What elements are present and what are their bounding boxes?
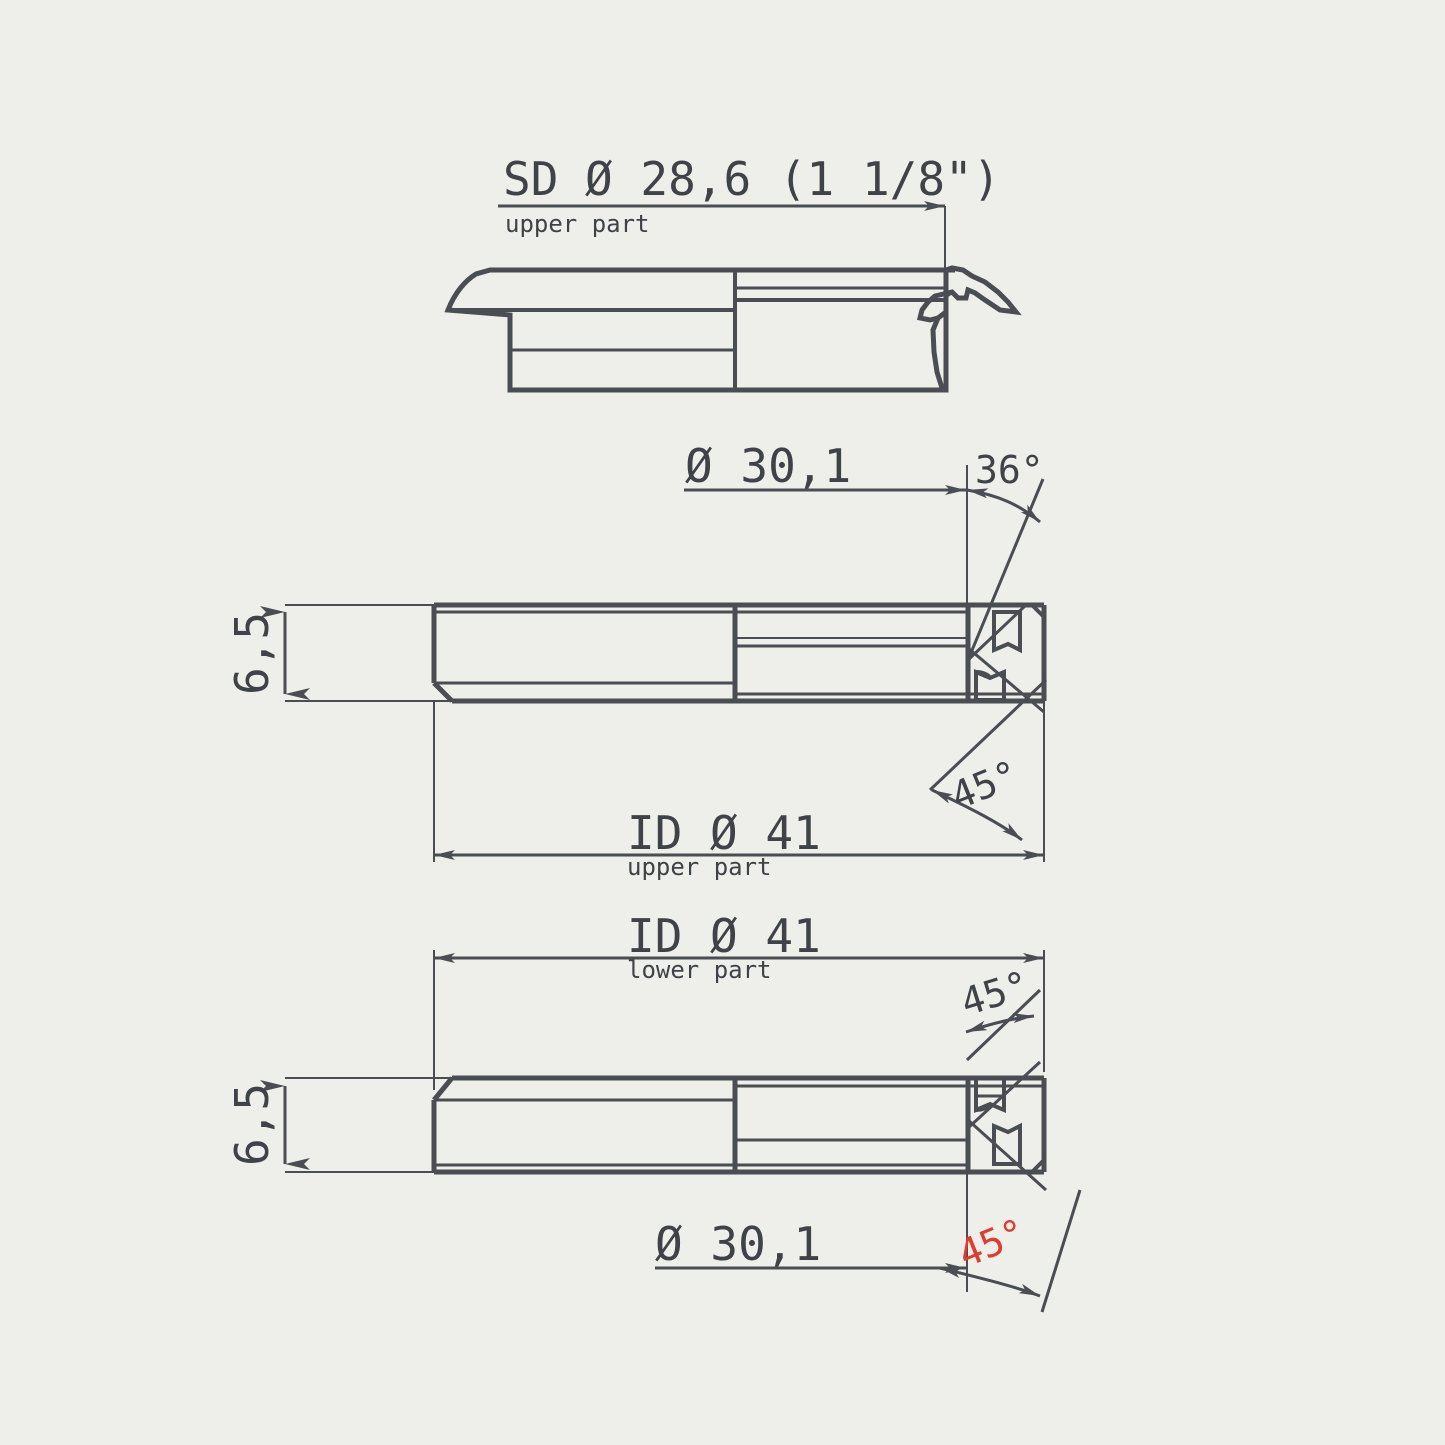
upper-bore-diameter-label: Ø 30,1: [685, 439, 851, 493]
upper-height-label: 6,5: [225, 612, 279, 695]
top-cup-section: [444, 265, 1022, 393]
lower-id-diameter-label: Ø 41: [710, 909, 821, 963]
upper-angle-36-label: 36°: [975, 448, 1044, 492]
lower-angle-45-red-label: 45°: [952, 1210, 1032, 1277]
upper-angle-36-leader: [966, 478, 1045, 661]
sd-label: SD: [503, 152, 558, 206]
upper-id-diameter-label: Ø 41: [710, 806, 821, 860]
upper-id-sub-label: upper part: [627, 853, 772, 881]
sd-sub-label: upper part: [505, 210, 650, 238]
lower-angle-45-top-leader: [965, 988, 1042, 1062]
lower-id-dimension: [433, 950, 1045, 1090]
lower-part-section: [431, 1060, 1048, 1192]
lower-id-sub-label: lower part: [627, 956, 772, 984]
upper-height-dimension: [260, 604, 500, 702]
lower-angle-45-red-leader: [939, 1189, 1082, 1313]
lower-height-dimension: [260, 1077, 500, 1173]
lower-angle-45-top-label: 45°: [956, 962, 1035, 1024]
upper-angle-45-label: 45°: [945, 752, 1025, 819]
upper-id-label: ID: [627, 806, 682, 860]
upper-id-dimension: [433, 700, 1045, 862]
upper-part-section: [431, 602, 1047, 714]
lower-id-label: ID: [627, 909, 682, 963]
lower-bore-diameter-label: Ø 30,1: [655, 1217, 821, 1271]
sd-diameter-label: Ø 28,6 (1 1/8"): [585, 152, 1000, 206]
sd-dimension: [498, 201, 946, 286]
upper-angle-45-leader: [928, 678, 1048, 842]
lower-height-label: 6,5: [225, 1083, 279, 1166]
